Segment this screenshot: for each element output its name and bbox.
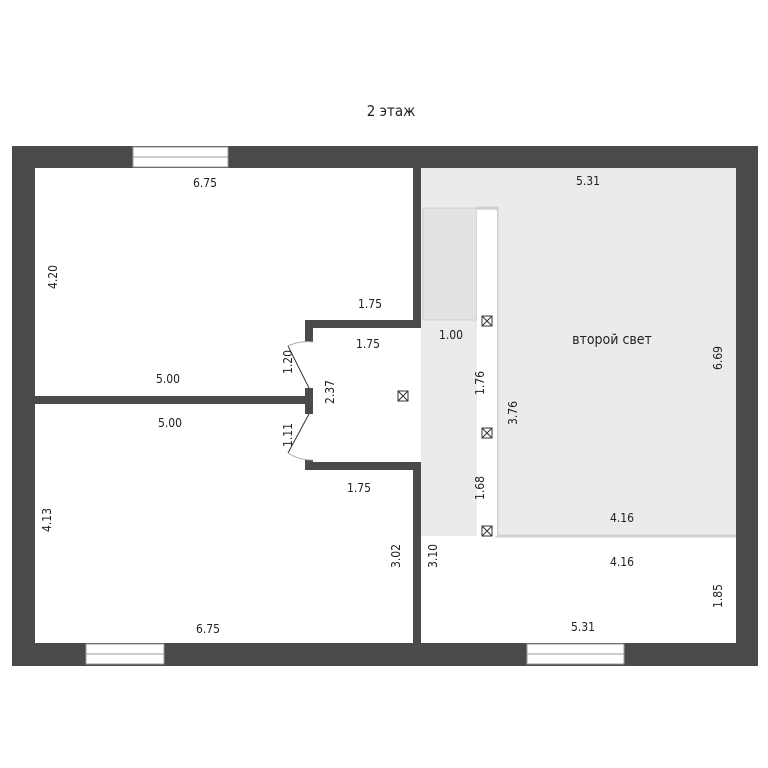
dimension-label: 5.31 bbox=[571, 620, 595, 634]
vent-icon bbox=[397, 390, 409, 402]
dimension-label: 5.31 bbox=[576, 174, 600, 188]
vent-icon bbox=[481, 427, 493, 439]
room-label: второй свет bbox=[572, 332, 652, 348]
dimension-label: 4.16 bbox=[610, 555, 634, 569]
dimension-label: 1.68 bbox=[473, 476, 487, 500]
dimension-label: 1.85 bbox=[711, 584, 725, 608]
dimension-label: 3.02 bbox=[389, 544, 403, 568]
vent-icon bbox=[481, 315, 493, 327]
dimension-label: 4.20 bbox=[46, 265, 60, 289]
vent-icon bbox=[481, 525, 493, 537]
dimension-label: 1.75 bbox=[356, 337, 380, 351]
dimension-label: 4.13 bbox=[40, 508, 54, 532]
dimension-label: 2.37 bbox=[323, 380, 337, 404]
dimension-label: 1.11 bbox=[281, 423, 295, 447]
dimension-label: 1.76 bbox=[473, 371, 487, 395]
dimension-label: 1.20 bbox=[281, 350, 295, 374]
interior-walls bbox=[35, 168, 421, 643]
gallery-corridor bbox=[477, 210, 497, 536]
dimension-label: 1.75 bbox=[347, 481, 371, 495]
staircase bbox=[422, 207, 478, 321]
floor-title: 2 этаж bbox=[367, 102, 416, 120]
dimension-label: 6.75 bbox=[196, 622, 220, 636]
dimension-label: 5.00 bbox=[158, 416, 182, 430]
vent-icons bbox=[397, 315, 493, 537]
dimension-labels: 6.75 4.20 5.00 1.75 5.00 4.13 6.75 3.02 … bbox=[40, 174, 725, 636]
dimension-label: 1.00 bbox=[439, 328, 463, 342]
dimension-label: 6.75 bbox=[193, 176, 217, 190]
dimension-label: 1.75 bbox=[358, 297, 382, 311]
dimension-label: 5.00 bbox=[156, 372, 180, 386]
windows bbox=[85, 146, 625, 665]
dimension-label: 3.76 bbox=[506, 401, 520, 425]
dimension-label: 3.10 bbox=[426, 544, 440, 568]
dimension-label: 4.16 bbox=[610, 511, 634, 525]
doors[interactable] bbox=[287, 341, 314, 461]
dimension-label: 6.69 bbox=[711, 346, 725, 370]
